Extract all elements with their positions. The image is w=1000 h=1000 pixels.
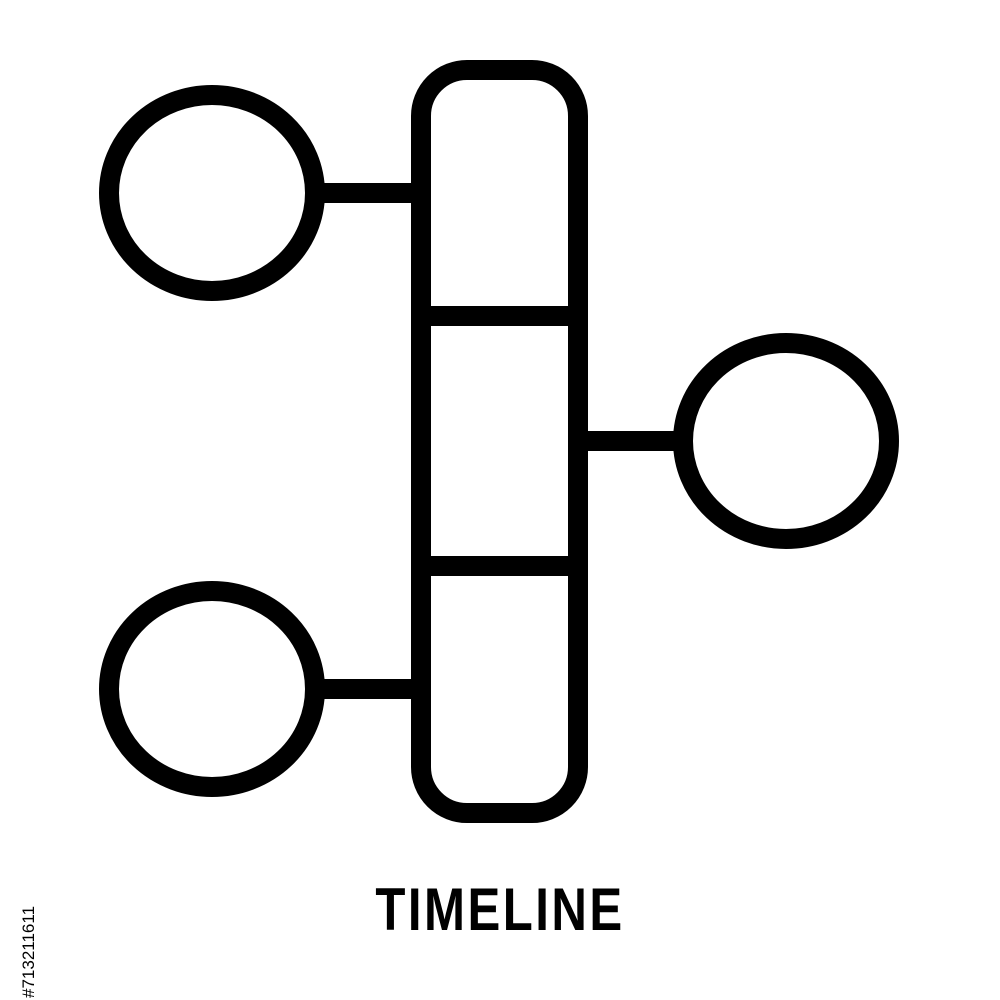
icon-caption: TIMELINE (375, 876, 625, 943)
event-circle-top-left (99, 85, 325, 301)
event-circle-bottom-left (99, 581, 325, 797)
stock-id-label: #713211611 (19, 905, 38, 998)
event-circle-right (673, 333, 899, 549)
timeline-bar (411, 60, 588, 823)
